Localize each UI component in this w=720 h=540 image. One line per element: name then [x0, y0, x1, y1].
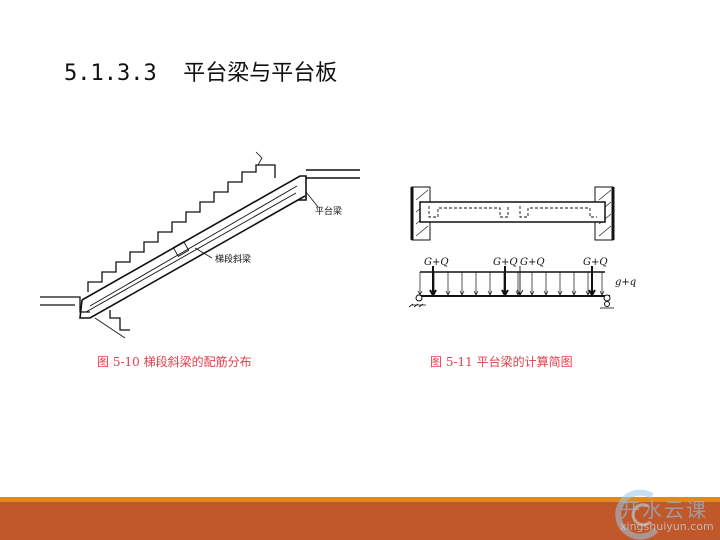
point-load-arrow: [588, 266, 596, 297]
distributed-load-arrow: [543, 272, 549, 296]
distributed-load-arrow: [557, 272, 563, 296]
point-load-arrow: [501, 266, 509, 297]
point-load-1: G+Q: [424, 257, 449, 268]
point-load-3: G+Q: [520, 257, 545, 268]
footer-accent-line: [0, 497, 720, 502]
stair-beam-drawing: [40, 151, 360, 339]
distributed-load-label: g+q: [615, 277, 636, 288]
inclined-beam-label: 梯段斜梁: [215, 253, 251, 265]
platform-beam-label: 平台梁: [315, 205, 342, 217]
footer-bar: [0, 502, 720, 540]
distributed-load-arrow: [487, 272, 493, 296]
figure-5-10-caption: 图 5-10 梯段斜梁的配筋分布: [97, 355, 252, 369]
platform-beam-drawing: [408, 186, 615, 309]
distributed-load-arrow: [599, 272, 605, 296]
point-load-2: G+Q: [493, 257, 518, 268]
distributed-load-arrow: [473, 272, 479, 296]
distributed-load-arrow: [571, 272, 577, 296]
distributed-load-arrow: [529, 272, 535, 296]
point-load-arrow: [429, 266, 437, 297]
distributed-load-arrow: [459, 272, 465, 296]
watermark-text-cn: 开水云课: [620, 498, 708, 522]
slide-title: 5.1.3.3 平台梁与平台板: [64, 61, 338, 86]
point-load-4: G+Q: [583, 257, 608, 268]
figure-5-11-caption: 图 5-11 平台梁的计算简图: [430, 355, 573, 369]
distributed-load-arrow: [417, 272, 423, 296]
watermark-text-en: xingshuiyun.com: [620, 520, 714, 533]
point-load-arrow: [516, 266, 524, 296]
watermark-logo-icon: [615, 489, 659, 540]
distributed-load-arrow: [445, 272, 451, 296]
